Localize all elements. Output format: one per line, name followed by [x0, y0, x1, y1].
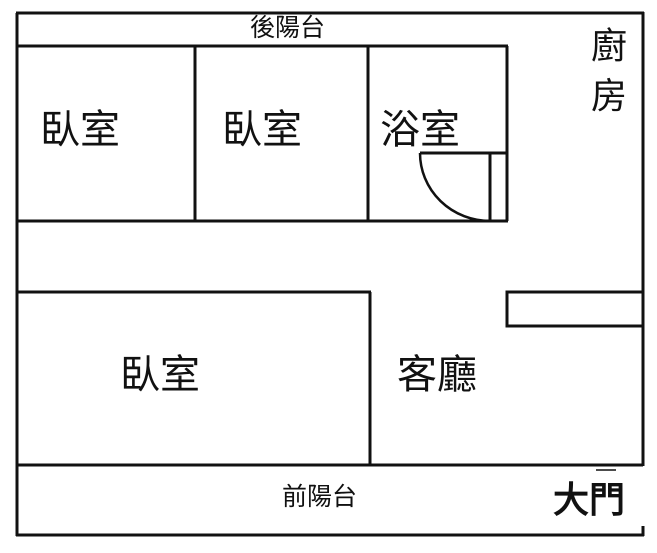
label-bedroom-2: 臥室 — [222, 107, 302, 153]
label-living-room: 客廳 — [397, 352, 477, 398]
label-main-door: 大門 — [553, 480, 626, 521]
label-bathroom: 浴室 — [380, 107, 460, 153]
label-back-balcony: 後陽台 — [250, 13, 326, 42]
bath-door-swing-arc — [418, 152, 491, 223]
label-bedroom-1: 臥室 — [40, 107, 120, 153]
label-kitchen: 廚房 — [590, 26, 627, 117]
label-bedroom-3: 臥室 — [120, 352, 200, 398]
kitchen-counter — [505, 290, 645, 328]
label-front-balcony: 前陽台 — [282, 482, 358, 511]
